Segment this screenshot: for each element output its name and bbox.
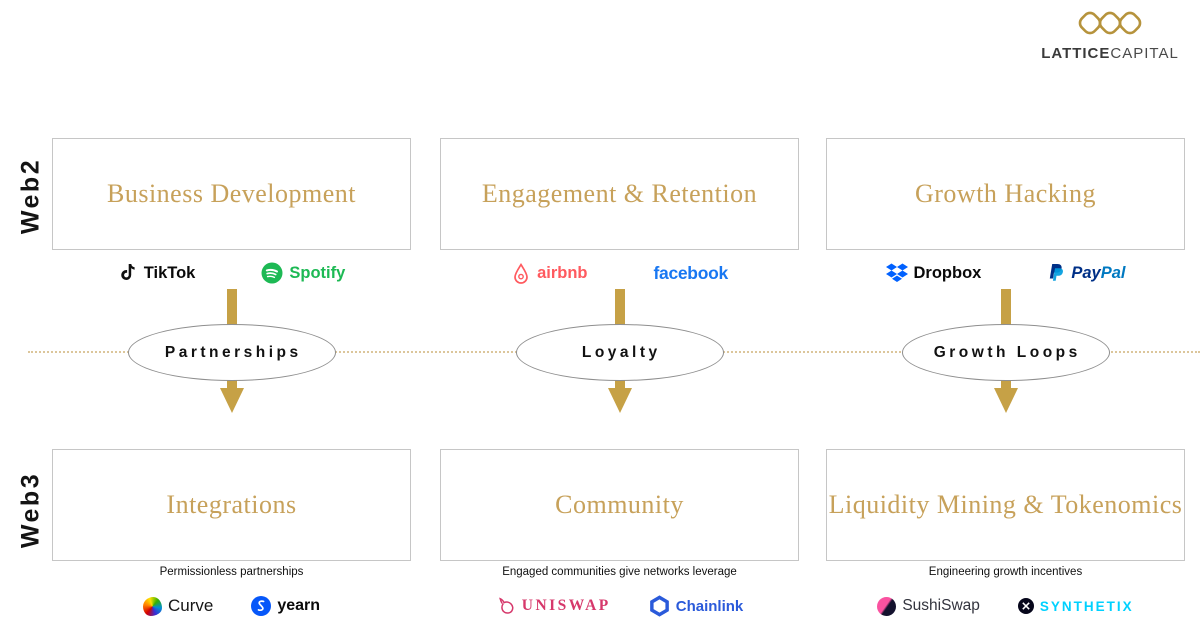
dropbox-wordmark: Dropbox bbox=[913, 263, 982, 282]
spotify-icon bbox=[261, 262, 283, 284]
facebook-logo: facebook bbox=[653, 262, 728, 284]
web3-logos-row: UNISWAP Chainlink bbox=[440, 590, 799, 622]
paypal-wordmark: PayPal bbox=[1071, 264, 1125, 283]
web3-rail-label: Web3 bbox=[16, 471, 45, 549]
column-caption: Permissionless partnerships bbox=[159, 566, 304, 578]
box-title: Growth Hacking bbox=[914, 179, 1096, 208]
brand-wordmark: LATTICECAPITAL bbox=[1040, 45, 1180, 62]
column-caption: Engaged communities give networks levera… bbox=[502, 566, 737, 578]
dropbox-icon bbox=[885, 263, 908, 282]
airbnb-logo: airbnb bbox=[511, 262, 587, 284]
brand-name-capital: CAPITAL bbox=[1110, 45, 1179, 62]
box-title: Liquidity Mining & Tokenomics bbox=[828, 490, 1183, 519]
tiktok-wordmark: TikTok bbox=[143, 263, 196, 282]
synthetix-logo: SYNTHETIX bbox=[1017, 598, 1134, 614]
curve-wordmark: Curve bbox=[167, 596, 214, 615]
web2-logos-row: TikTok Spotify bbox=[52, 256, 411, 290]
synthetix-wordmark: SYNTHETIX bbox=[1039, 598, 1134, 614]
web2-logos-row: airbnb facebook bbox=[440, 256, 799, 290]
web2-rail-label: Web2 bbox=[16, 157, 45, 235]
spotify-wordmark: Spotify bbox=[289, 263, 346, 282]
web3-logos-row: Curve yearn bbox=[52, 590, 411, 622]
web2-box-engagement-retention: Engagement & Retention bbox=[440, 138, 799, 250]
synthetix-icon bbox=[1017, 598, 1034, 614]
paypal-wordmark-pay: Pay bbox=[1071, 263, 1101, 282]
uniswap-wordmark: UNISWAP bbox=[521, 597, 611, 614]
paypal-wordmark-pal: Pal bbox=[1100, 263, 1126, 282]
web3-logos-row: SushiSwap SYNTHETIX bbox=[826, 590, 1185, 622]
curve-swirl-icon bbox=[142, 596, 162, 616]
web2-box-business-development: Business Development bbox=[52, 138, 411, 250]
bridge-ellipse-growth-loops: Growth Loops bbox=[901, 324, 1110, 381]
tiktok-logo: TikTok bbox=[118, 262, 196, 284]
web3-box-liquidity-mining-tokenomics: Liquidity Mining & Tokenomics bbox=[826, 449, 1185, 561]
box-title: Integrations bbox=[166, 490, 297, 519]
web2-box-growth-hacking: Growth Hacking bbox=[826, 138, 1185, 250]
chainlink-wordmark: Chainlink bbox=[675, 597, 744, 615]
column-business-development: Business Development TikTok Spoti bbox=[52, 0, 411, 640]
facebook-wordmark: facebook bbox=[653, 262, 728, 283]
web2-logos-row: Dropbox PayPal bbox=[826, 256, 1185, 290]
uniswap-logo: UNISWAP bbox=[496, 596, 611, 616]
uniswap-unicorn-icon bbox=[498, 597, 514, 614]
sushiswap-wordmark: SushiSwap bbox=[902, 597, 980, 614]
bridge-label: Loyalty bbox=[581, 343, 661, 361]
chainlink-logo: Chainlink bbox=[649, 595, 744, 617]
down-arrow-head bbox=[993, 388, 1018, 413]
sushiswap-logo: SushiSwap bbox=[877, 596, 980, 616]
brand-name-lattice: LATTICE bbox=[1041, 45, 1111, 62]
chainlink-hexagon-icon bbox=[649, 595, 669, 617]
column-growth-hacking: Growth Hacking Dropbox bbox=[826, 0, 1185, 640]
brand-logo: LATTICECAPITAL bbox=[1040, 8, 1180, 62]
airbnb-wordmark: airbnb bbox=[537, 263, 588, 282]
lattice-links-icon bbox=[1078, 11, 1142, 35]
web3-box-community: Community bbox=[440, 449, 799, 561]
yearn-wordmark: yearn bbox=[277, 597, 321, 614]
paypal-logo: PayPal bbox=[1047, 263, 1125, 283]
airbnb-belo-icon bbox=[514, 262, 528, 284]
tiktok-note-icon bbox=[120, 264, 135, 280]
web3-box-integrations: Integrations bbox=[52, 449, 411, 561]
curve-logo: Curve bbox=[142, 596, 214, 616]
paypal-icon bbox=[1050, 264, 1064, 281]
down-arrow-head bbox=[607, 388, 632, 413]
sushiswap-sushi-icon bbox=[877, 596, 897, 616]
dropbox-logo: Dropbox bbox=[885, 263, 982, 283]
column-engagement-retention: Engagement & Retention airbnb facebook L… bbox=[440, 0, 799, 640]
bridge-label: Growth Loops bbox=[933, 343, 1081, 361]
box-title: Engagement & Retention bbox=[481, 179, 758, 208]
yearn-icon bbox=[251, 596, 272, 616]
spotify-logo: Spotify bbox=[261, 262, 345, 284]
yearn-logo: yearn bbox=[251, 596, 320, 616]
bridge-ellipse-loyalty: Loyalty bbox=[515, 324, 724, 381]
bridge-ellipse-partnerships: Partnerships bbox=[127, 324, 336, 381]
box-title: Community bbox=[555, 490, 684, 519]
column-caption: Engineering growth incentives bbox=[928, 566, 1083, 578]
down-arrow-head bbox=[219, 388, 244, 413]
bridge-label: Partnerships bbox=[164, 343, 302, 361]
box-title: Business Development bbox=[106, 179, 357, 208]
